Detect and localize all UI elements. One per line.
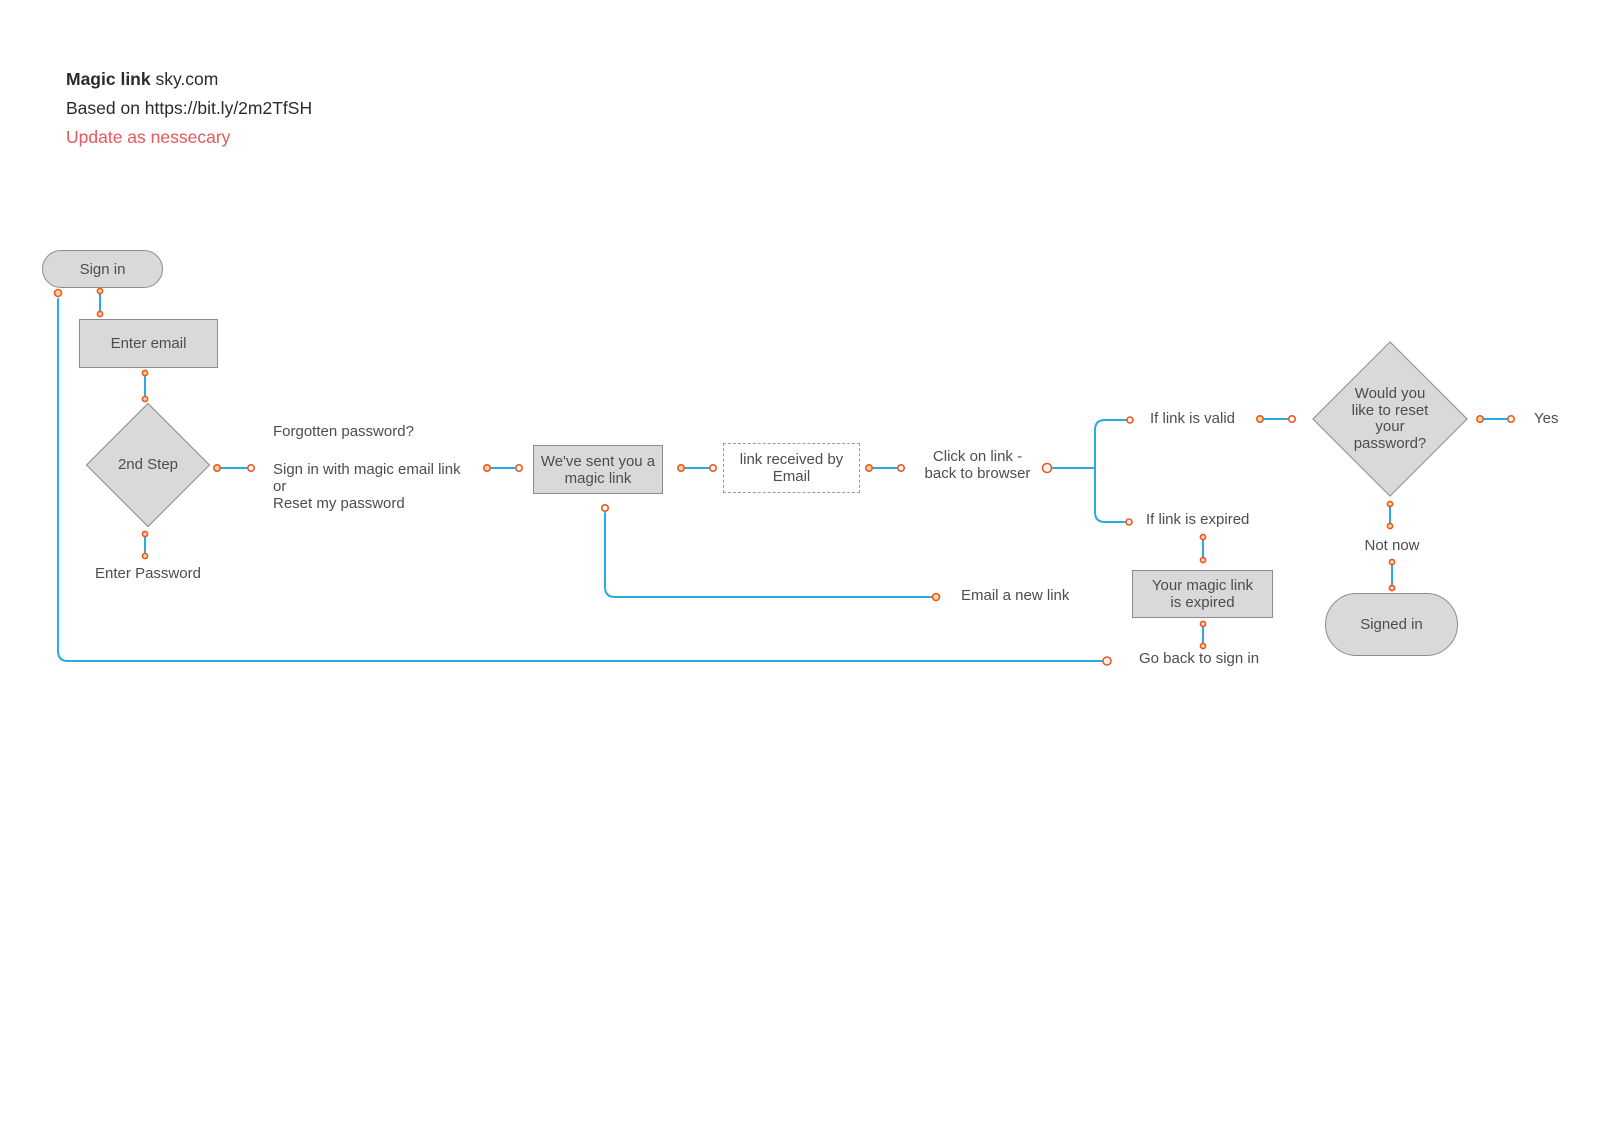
label-if-link-expired: If link is expired [1146,511,1250,528]
wire-branch-expired [1094,467,1126,523]
node-sign-in: Sign in [42,250,163,288]
label-enter-password: Enter Password [95,565,201,582]
label-sign-in-options: Sign in with magic email link or Reset m… [273,461,461,512]
page-title-bold: Magic link [66,69,151,89]
label-go-back-to-sign-in: Go back to sign in [1139,650,1260,667]
page-title-regular: sky.com [150,69,219,89]
update-note: Update as nessecary [66,127,231,147]
wire-wesent-to-emailnewlink [604,512,933,598]
label-yes: Yes [1534,410,1559,427]
node-we-sent-magic-link: We've sent you a magic link [533,445,663,494]
label-email-new-link: Email a new link [961,587,1070,604]
node-2nd-step: 2nd Step [117,455,179,473]
label-forgotten-password: Forgotten password? [273,423,414,440]
node-enter-email: Enter email [79,319,218,368]
node-magic-link-expired: Your magic link is expired [1132,570,1273,618]
label-click-on-link: Click on link - back to browser [924,448,1031,482]
label-if-link-valid: If link is valid [1150,410,1236,427]
wire-branch-valid [1094,419,1127,469]
page-title: Magic link sky.com [66,68,218,90]
node-reset-question: Would you like to reset your password? [1351,385,1429,452]
source-link-text: Based on https://bit.ly/2m2TfSH [66,98,313,118]
label-not-now: Not now [1364,537,1420,554]
node-link-received-by-email: link received by Email [723,443,860,493]
node-signed-in: Signed in [1325,593,1458,656]
